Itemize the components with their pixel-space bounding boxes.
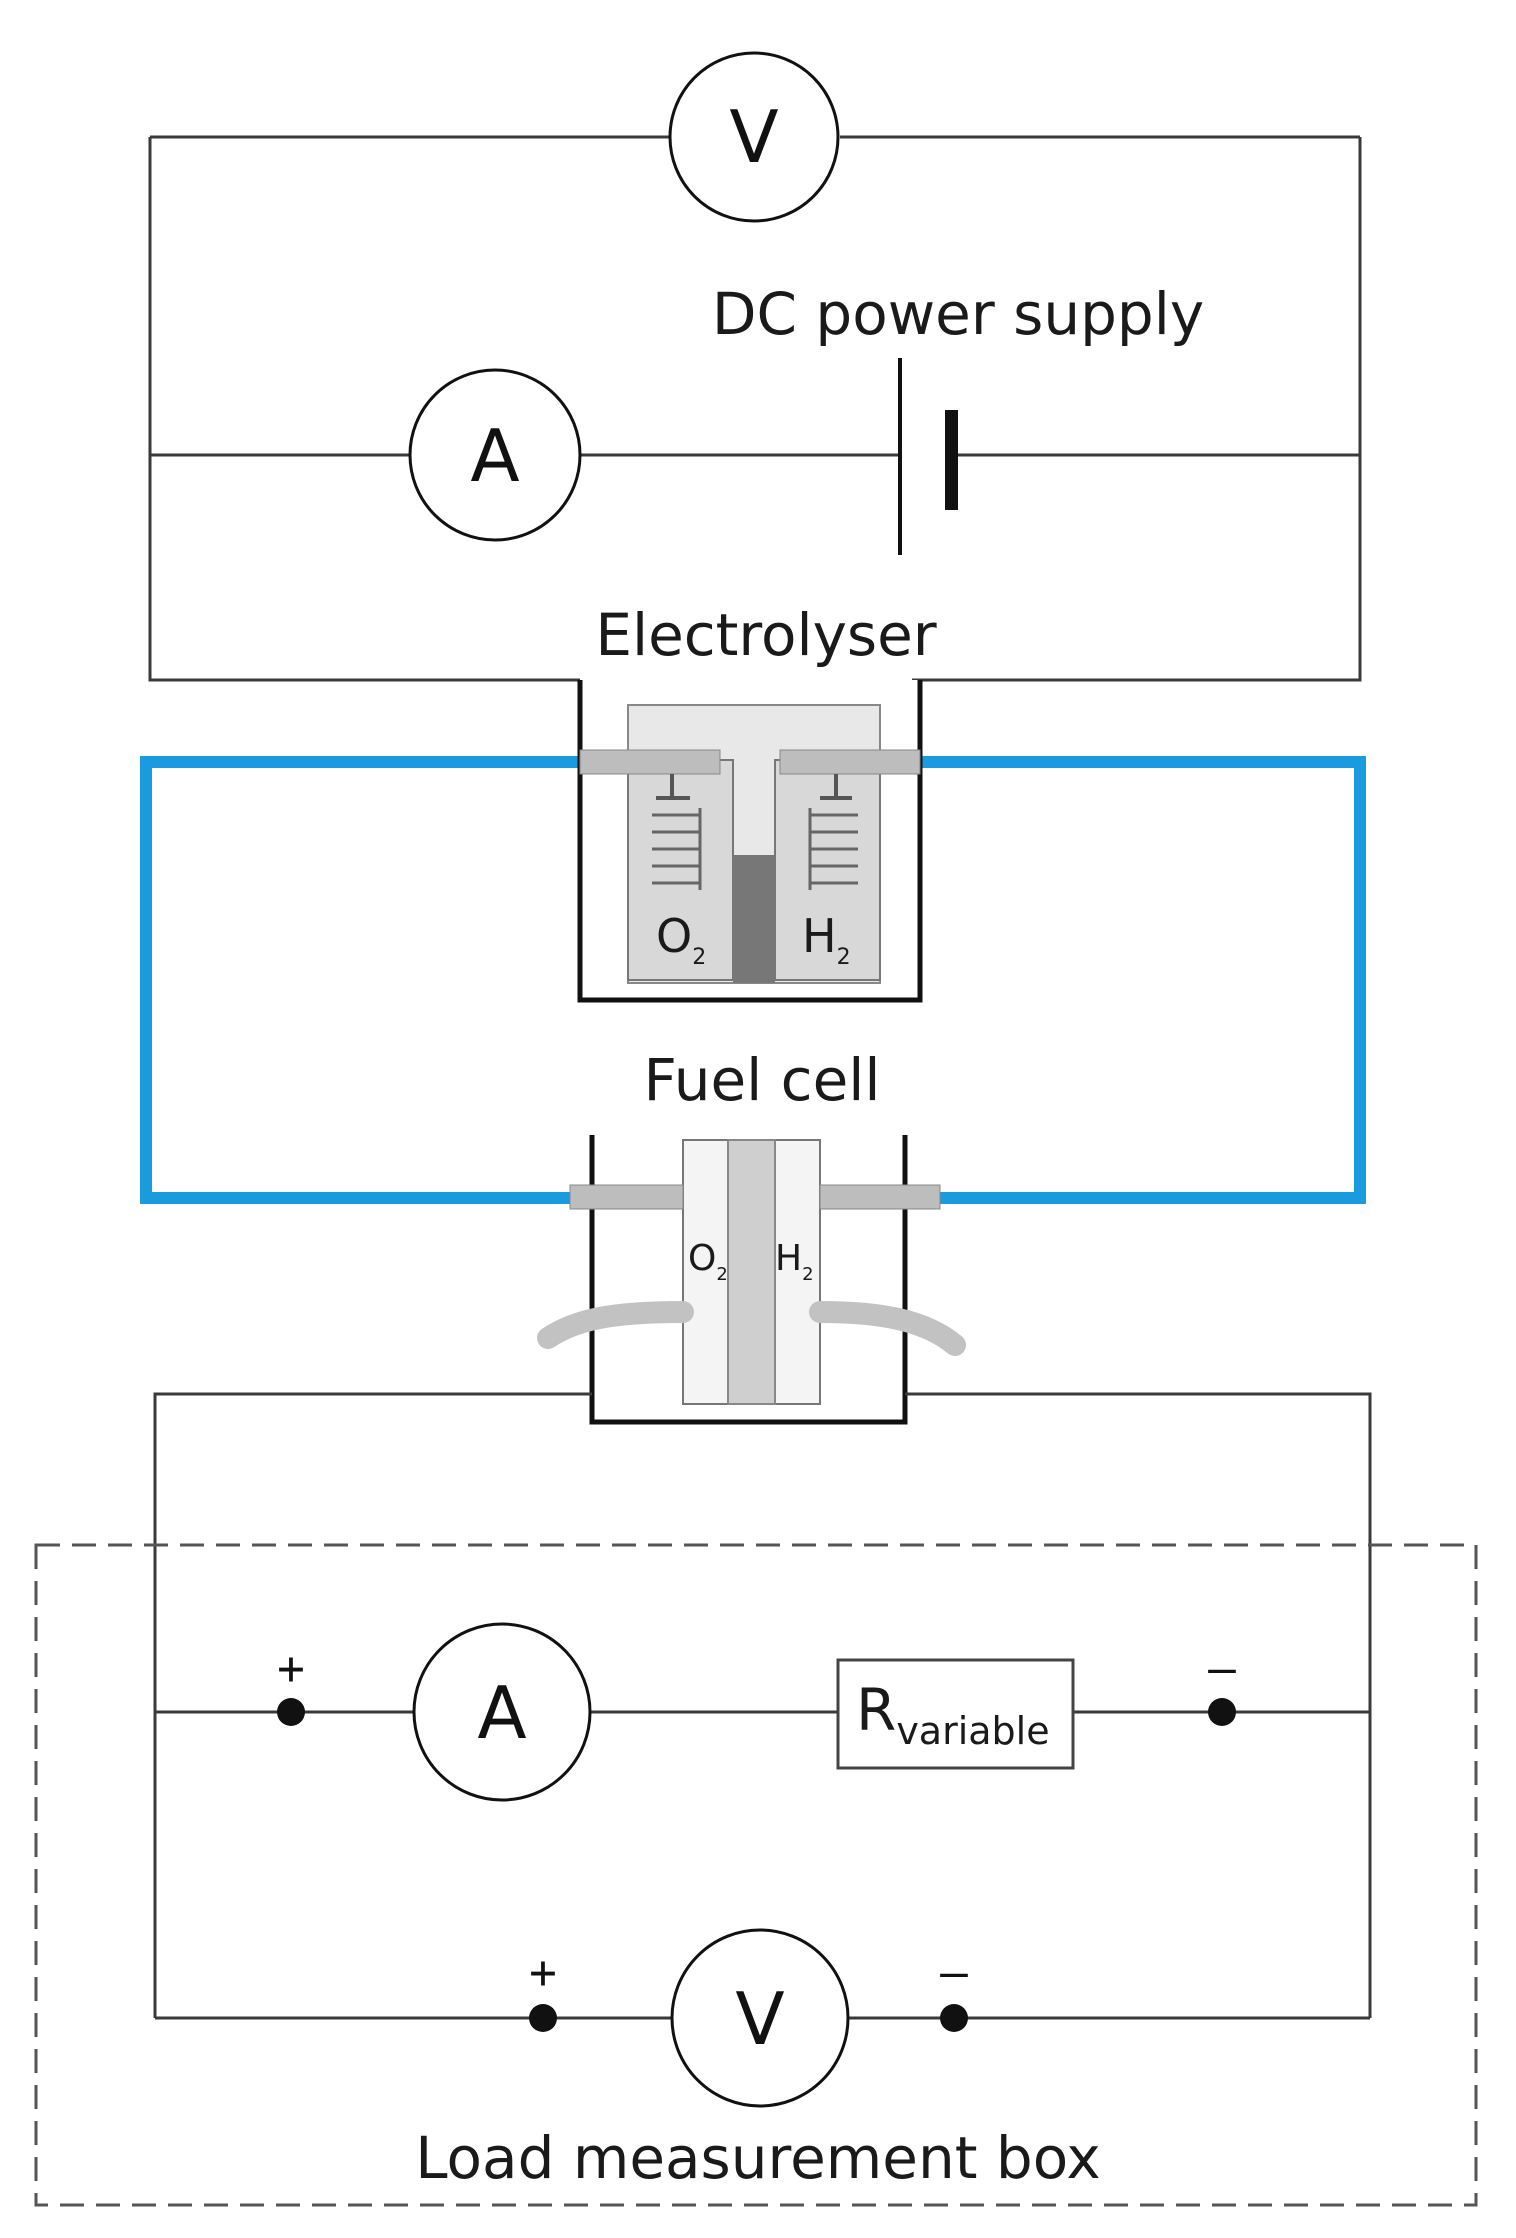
supply-ammeter: A: [408, 368, 582, 542]
hydrogen-inlet-connector: [819, 1184, 941, 1210]
hydrogen-outlet-connector: [779, 749, 921, 775]
power-supply-label: DC power supply: [712, 280, 1204, 348]
electrolyser: Electrolyser: [577, 601, 937, 1003]
gas-tube-left: [140, 756, 580, 1204]
oxygen-electrode-stem: [656, 774, 690, 800]
variable-resistor-box: [836, 1658, 1075, 1770]
voltmeter-symbol: V: [729, 95, 778, 179]
oxygen-electrode-plates: [652, 808, 702, 890]
electrolyser-oxygen-label: O2: [656, 909, 706, 970]
electrolyser-membrane: [733, 855, 775, 983]
voltmeter-minus-sign: –: [940, 1945, 968, 1999]
load-voltmeter-circle: [670, 1928, 850, 2108]
fuel-cell-membrane: [727, 1139, 776, 1405]
variable-resistor-label: Rvariable: [856, 1676, 1050, 1753]
load-ammeter-symbol: A: [477, 1671, 526, 1755]
voltmeter-circle: [668, 51, 840, 223]
ammeter-circle: [408, 368, 582, 542]
electrolyser-hydrogen-label: H2: [802, 909, 851, 970]
variable-resistor: Rvariable: [836, 1658, 1075, 1770]
oxygen-exhaust-tube: [537, 1301, 694, 1349]
fuel-cell-hydrogen-label: H2: [775, 1238, 814, 1285]
ammeter-negative-terminal: [1208, 1698, 1236, 1726]
load-voltmeter-symbol: V: [735, 1977, 784, 2061]
top-circuit: V A DC power supply: [148, 51, 1362, 682]
hydrogen-electrode-plates: [808, 808, 858, 890]
ammeter-positive-terminal: [277, 1698, 305, 1726]
hydrogen-electrode-stem: [820, 774, 852, 800]
load-ammeter-circle: [412, 1622, 592, 1802]
load-wire-right: [905, 1392, 1372, 2018]
top-wire-right: [912, 137, 1362, 682]
hydrogen-exhaust-tube: [809, 1301, 966, 1356]
ammeter-symbol: A: [470, 414, 519, 498]
fuel-cell-label: Fuel cell: [644, 1046, 881, 1114]
voltmeter-positive-terminal: [529, 2004, 557, 2032]
battery-short-plate: [945, 410, 958, 510]
load-ammeter: A: [412, 1622, 592, 1802]
load-measurement-box-label: Load measurement box: [415, 2124, 1101, 2192]
ammeter-minus-sign: –: [1208, 1641, 1236, 1695]
oxygen-inlet-connector: [569, 1184, 684, 1210]
load-voltmeter: V: [670, 1928, 850, 2108]
fuel-cell: Fuel cell O2 H2: [537, 1046, 966, 1425]
oxygen-outlet-connector: [579, 749, 721, 775]
load-circuit: + – + – A Rvariable V Load measurement b…: [34, 1392, 1478, 2207]
electrolyser-label: Electrolyser: [595, 601, 936, 669]
load-measurement-box-outline: [34, 1543, 1478, 2207]
fuel-cell-oxygen-label: O2: [688, 1238, 728, 1285]
ammeter-plus-sign: +: [277, 1641, 305, 1695]
dc-power-supply-symbol: [898, 358, 958, 555]
gas-tube-right: [920, 756, 1366, 1204]
supply-voltmeter: V: [668, 51, 840, 223]
load-wire-left: [153, 1392, 592, 2018]
top-wire-left: [148, 137, 580, 682]
voltmeter-plus-sign: +: [529, 1945, 557, 1999]
voltmeter-negative-terminal: [940, 2004, 968, 2032]
